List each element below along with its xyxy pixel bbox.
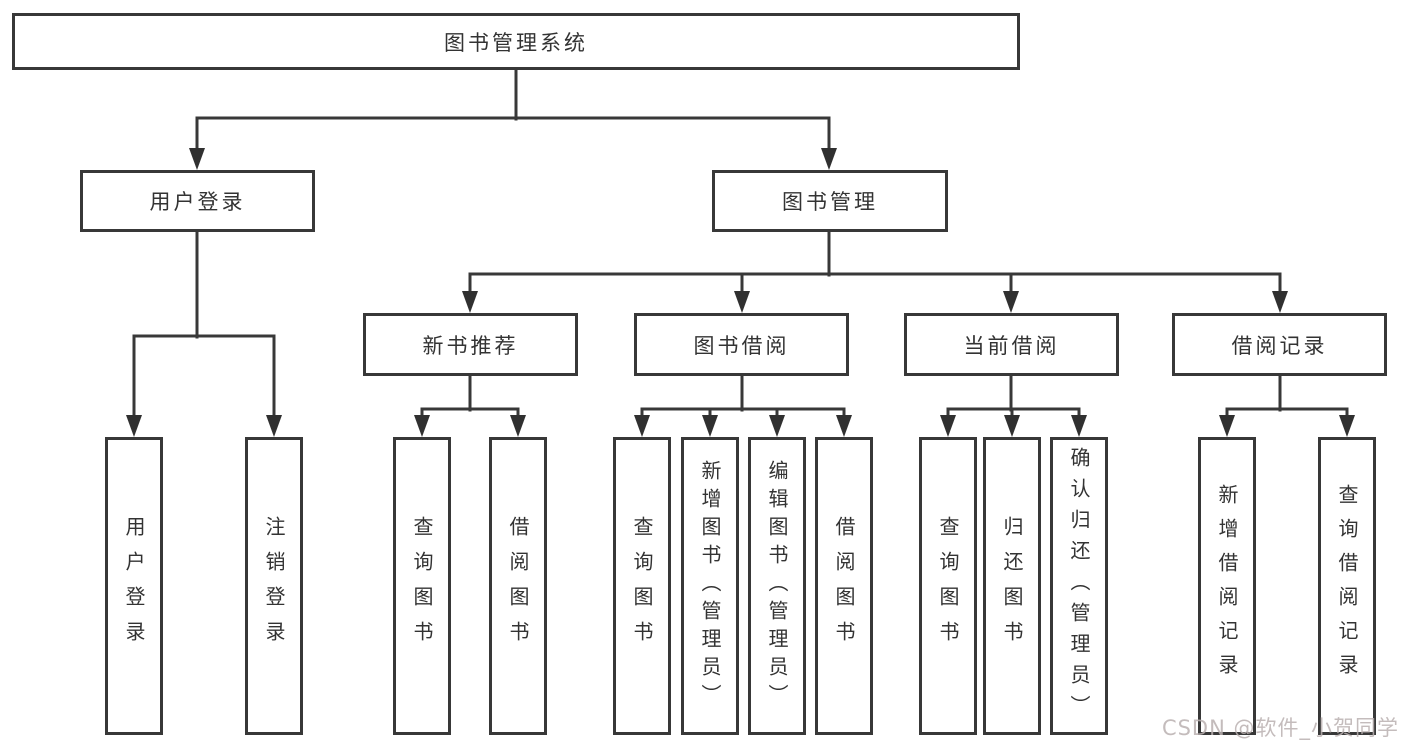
leaf-confirm-return-admin: 确认归还（管理员） [1050,437,1108,735]
arrowhead-down-icon [821,148,837,170]
arrowhead-down-icon [634,415,650,437]
arrowhead-down-icon [126,415,142,437]
connector-user-login-to-leaves [126,230,282,437]
leaf-add-borrow-record: 新增借阅记录 [1198,437,1256,735]
arrowhead-down-icon [702,415,718,437]
leaf-edit-book-admin: 编辑图书（管理员） [748,437,806,735]
node-current-borrow: 当前借阅 [904,313,1119,376]
connector-borrow-records-to-leaves [1219,374,1355,437]
arrowhead-down-icon [836,415,852,437]
connector-root-to-level2 [189,68,837,170]
arrowhead-down-icon [1003,291,1019,313]
connector-new-book-recommend-to-leaves [414,374,526,437]
arrowhead-down-icon [734,291,750,313]
arrowhead-down-icon [940,415,956,437]
node-book-management: 图书管理 [712,170,948,232]
leaf-add-book-admin: 新增图书（管理员） [681,437,739,735]
arrowhead-down-icon [189,148,205,170]
leaf-borrow-books: 借阅图书 [489,437,547,735]
csdn-watermark: CSDN @软件_小贺同学 [1161,716,1399,740]
leaf-query-books: 查询图书 [919,437,977,735]
arrowhead-down-icon [1339,415,1355,437]
connector-current-borrow-to-leaves [940,374,1087,437]
node-new-book-recommend: 新书推荐 [363,313,578,376]
leaf-return-books: 归还图书 [983,437,1041,735]
arrowhead-down-icon [414,415,430,437]
connector-book-borrow-to-leaves [634,374,852,437]
arrowhead-down-icon [1071,415,1087,437]
leaf-logout: 注销登录 [245,437,303,735]
node-library-management-system: 图书管理系统 [12,13,1020,70]
node-user-login: 用户登录 [80,170,315,232]
leaf-user-login: 用户登录 [105,437,163,735]
leaf-query-books: 查询图书 [393,437,451,735]
arrowhead-down-icon [769,415,785,437]
arrowhead-down-icon [266,415,282,437]
node-borrow-records: 借阅记录 [1172,313,1387,376]
arrowhead-down-icon [1272,291,1288,313]
arrowhead-down-icon [1219,415,1235,437]
arrowhead-down-icon [462,291,478,313]
node-book-borrow: 图书借阅 [634,313,849,376]
leaf-query-books: 查询图书 [613,437,671,735]
connector-book-management-to-level3 [462,230,1288,313]
leaf-query-borrow-record: 查询借阅记录 [1318,437,1376,735]
arrowhead-down-icon [1004,415,1020,437]
arrowhead-down-icon [510,415,526,437]
leaf-borrow-books: 借阅图书 [815,437,873,735]
